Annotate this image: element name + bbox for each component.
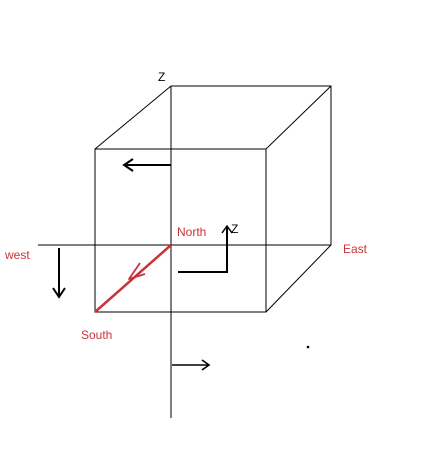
south-label: South <box>81 328 112 342</box>
cube-edge-top-right <box>265 85 332 150</box>
down-arrow-icon <box>52 248 66 299</box>
z-small-label: Z <box>231 222 238 236</box>
cube-edge-bottom-right <box>265 244 332 313</box>
cube-front-face <box>94 148 267 313</box>
z-top-label: Z <box>158 70 165 84</box>
red-arrowhead-icon <box>128 262 146 280</box>
left-arrow-icon <box>122 158 171 172</box>
east-label: East <box>343 242 368 256</box>
stray-dot <box>306 345 310 349</box>
right-arrow-icon <box>172 359 211 371</box>
small-up-arrow-icon <box>178 224 233 273</box>
west-label: west <box>4 248 30 262</box>
cube-edge-top-left <box>94 85 172 150</box>
north-label: North <box>177 225 206 239</box>
